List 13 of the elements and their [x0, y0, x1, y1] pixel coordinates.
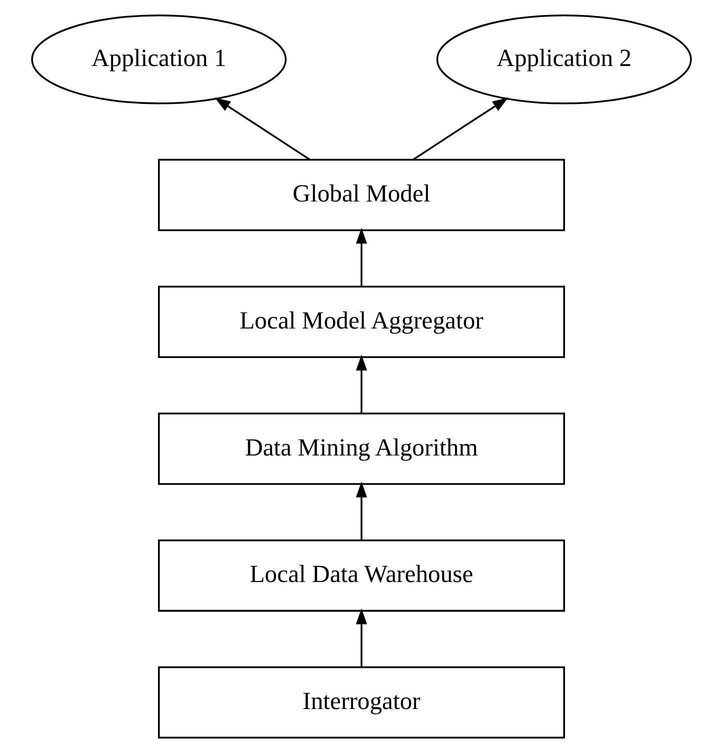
node-box: Interrogator	[158, 666, 564, 739]
node-box: Local Model Aggregator	[158, 286, 564, 358]
arrow	[412, 98, 508, 160]
node-box: Data Mining Algorithm	[158, 412, 564, 485]
arrow	[355, 481, 367, 540]
arrow	[214, 98, 310, 160]
node-box: Local Data Warehouse	[158, 539, 564, 612]
node-ellipse: Application 1	[30, 14, 286, 104]
arrow	[355, 354, 367, 414]
arrow	[355, 228, 367, 286]
arrow	[355, 608, 367, 667]
node-ellipse: Application 2	[436, 14, 692, 104]
node-box: Global Model	[158, 158, 564, 232]
